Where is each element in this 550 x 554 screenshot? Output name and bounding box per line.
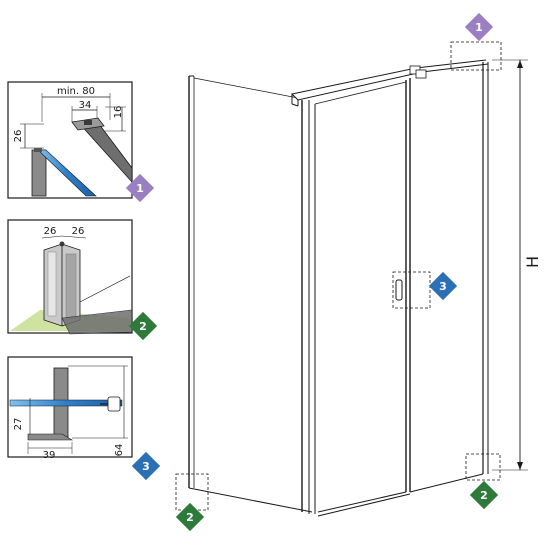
detail-1-panel <box>7 81 133 199</box>
detail-3-badge: 3 <box>131 451 161 481</box>
shower-enclosure <box>175 41 528 517</box>
detail-1-dim-min: min. 80 <box>57 86 95 97</box>
detail-2-dim-a: 26 <box>44 226 57 237</box>
main-badge-bottom-left: 2 <box>175 502 205 532</box>
detail-3-dim-a: 27 <box>13 418 24 431</box>
svg-text:1: 1 <box>475 21 483 34</box>
detail-2-panel <box>7 219 133 335</box>
svg-text:2: 2 <box>186 511 194 524</box>
height-label: H <box>523 256 542 268</box>
svg-text:2: 2 <box>139 320 147 333</box>
detail-1-dim-a: 34 <box>79 100 92 111</box>
svg-text:2: 2 <box>480 489 488 502</box>
detail-3-panel <box>7 356 133 458</box>
detail-3-dim-b: 39 <box>43 450 56 461</box>
svg-text:1: 1 <box>136 182 144 195</box>
detail-2-dim-b: 26 <box>72 226 85 237</box>
detail-3-dim-c: 64 <box>114 444 125 457</box>
svg-text:3: 3 <box>142 460 150 473</box>
main-badge-handle: 3 <box>428 271 458 301</box>
main-badge-top: 1 <box>464 12 494 42</box>
detail-1-dim-b: 16 <box>113 106 124 119</box>
svg-text:3: 3 <box>439 280 447 293</box>
main-badge-bottom-right: 2 <box>469 480 499 510</box>
detail-2-badge: 2 <box>128 311 158 341</box>
detail-1-dim-c: 26 <box>13 130 24 143</box>
